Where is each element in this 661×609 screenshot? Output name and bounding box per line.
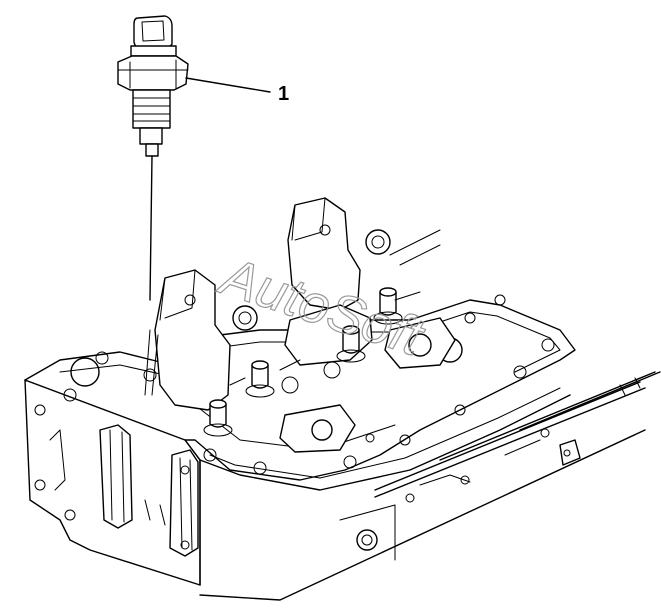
valve-stem — [245, 360, 275, 398]
valve-stems — [203, 287, 421, 437]
valve-stem — [373, 287, 403, 325]
callout-leader-line — [185, 77, 271, 93]
frame-rail — [199, 371, 661, 601]
valve-stem — [336, 325, 366, 363]
callout-number: 1 — [278, 83, 289, 105]
valve-stem — [203, 399, 233, 437]
installation-guide-line — [149, 155, 153, 301]
sensor-unit — [117, 15, 189, 157]
